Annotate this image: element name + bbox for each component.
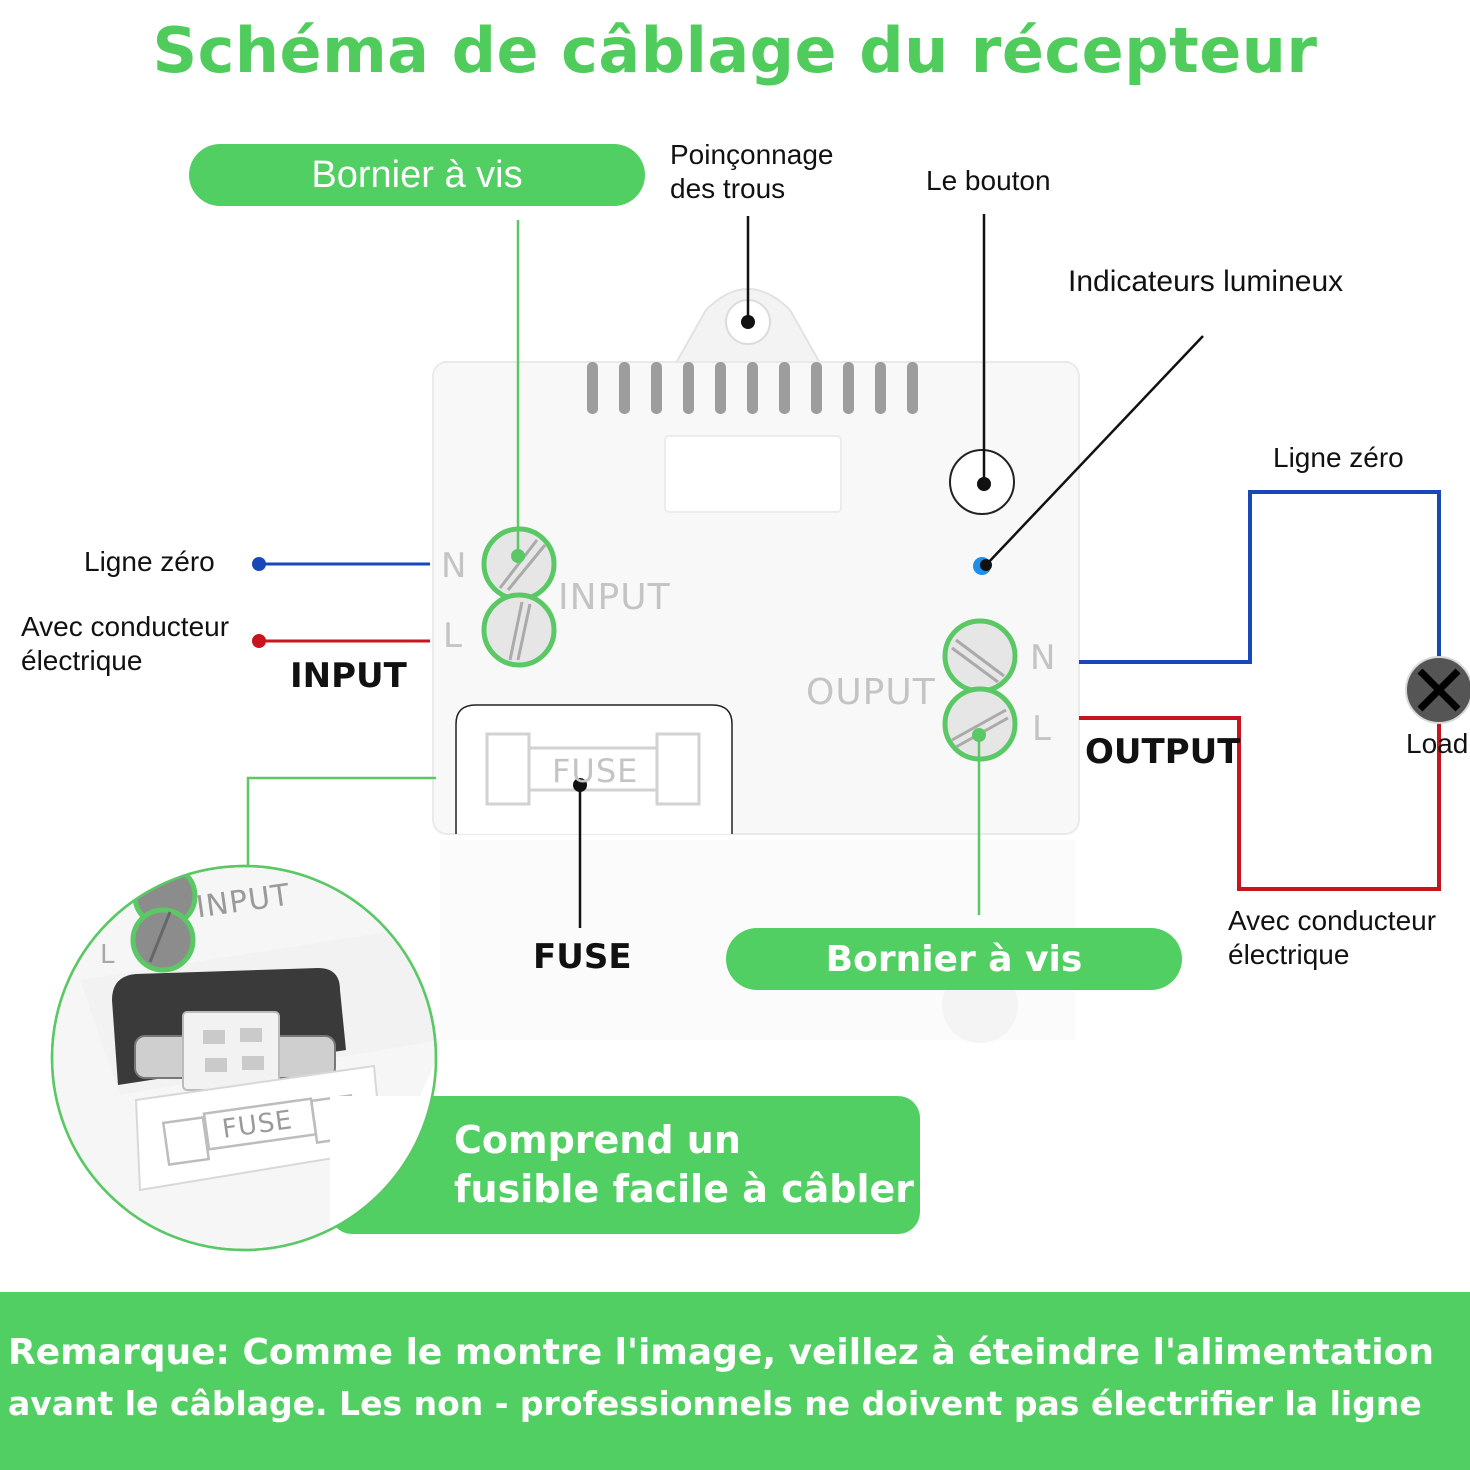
neutral-wire-left-end bbox=[252, 557, 266, 571]
input-terminal-screws bbox=[481, 526, 557, 668]
pointer-fuse-dot bbox=[573, 778, 587, 792]
fuse-callout-text: Comprend un fusible facile à câbler bbox=[454, 1118, 914, 1211]
page-title: Schéma de câblage du récepteur bbox=[152, 14, 1318, 87]
device-fuse-marking: FUSE bbox=[552, 752, 639, 790]
note-line-2: avant le câblage. Les non - professionne… bbox=[8, 1384, 1422, 1423]
screw-terminal-top-label: Bornier à vis bbox=[189, 144, 645, 206]
output-terminal-screws bbox=[942, 618, 1018, 762]
pointer-terminal-top-dot bbox=[511, 549, 525, 563]
neutral-wire-right bbox=[1079, 490, 1441, 690]
device-output-marking: OUPUT bbox=[806, 672, 936, 713]
pointer-terminal-bottom-dot bbox=[972, 728, 986, 742]
label-window bbox=[664, 435, 842, 513]
indicator-label: Indicateurs lumineux bbox=[1068, 265, 1344, 298]
neutral-line-right-label: Ligne zéro bbox=[1273, 442, 1404, 473]
device-output-l-marking: L bbox=[1032, 709, 1052, 749]
live-line-left-label: Avec conducteur électrique bbox=[21, 611, 230, 676]
pointer-fuse-zoom bbox=[246, 776, 436, 866]
fuse-holder bbox=[485, 732, 701, 806]
pointer-mounting-hole-dot bbox=[741, 315, 755, 329]
device-input-n-marking: N bbox=[441, 546, 468, 586]
input-label: INPUT bbox=[290, 656, 407, 696]
note-line-1: Remarque: Comme le montre l'image, veill… bbox=[8, 1332, 1434, 1373]
device-input-l-marking: L bbox=[443, 616, 463, 656]
zoom-l-marking: L bbox=[100, 940, 116, 970]
live-wire-right bbox=[1079, 690, 1441, 891]
pointer-indicator-dot bbox=[980, 559, 992, 571]
device-output-n-marking: N bbox=[1030, 638, 1057, 678]
fuse-label: FUSE bbox=[533, 937, 632, 977]
footer-note-banner: Remarque: Comme le montre l'image, veill… bbox=[0, 1292, 1470, 1470]
live-wire-left-end bbox=[252, 634, 266, 648]
load-label: Load bbox=[1406, 728, 1469, 759]
mounting-holes-label: Poinçonnage des trous bbox=[670, 139, 834, 204]
fuse-callout-box: Comprend un fusible facile à câbler bbox=[330, 1096, 920, 1234]
neutral-line-left-label: Ligne zéro bbox=[84, 546, 215, 577]
output-label: OUTPUT bbox=[1085, 732, 1241, 772]
pointer-indicator bbox=[985, 335, 1204, 566]
live-line-right-label: Avec conducteur électrique bbox=[1228, 905, 1437, 970]
device-input-marking: INPUT bbox=[558, 577, 671, 618]
button-label: Le bouton bbox=[926, 165, 1051, 196]
vent-slots bbox=[587, 362, 918, 414]
fuse-compartment bbox=[455, 704, 733, 834]
pointer-button-dot bbox=[977, 477, 991, 491]
load-symbol bbox=[1405, 656, 1470, 724]
screw-terminal-bottom-label: Bornier à vis bbox=[726, 928, 1182, 990]
